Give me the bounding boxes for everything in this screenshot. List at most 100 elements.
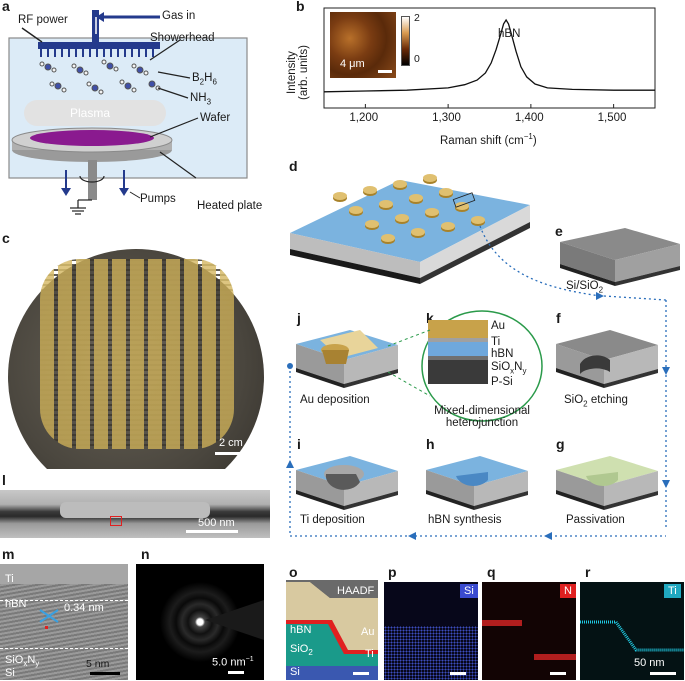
- gold-pad-top: [349, 206, 363, 214]
- gas-in-label: Gas in: [162, 10, 196, 22]
- panel-label-m: m: [2, 546, 15, 562]
- gold-pad-top: [425, 208, 439, 216]
- panel-label-h: h: [426, 436, 435, 452]
- gold-pad-top: [333, 192, 347, 200]
- gold-pad-top: [471, 216, 485, 224]
- o-ti-label: Ti: [365, 648, 374, 660]
- wafer-scale-label: 2 cm: [219, 437, 243, 449]
- wafer-scale-bar: [215, 452, 255, 455]
- substrate-label: Si/SiO2: [566, 280, 604, 295]
- step-ti-deposition: Ti deposition: [300, 514, 365, 526]
- colorbar-min: 0: [414, 53, 420, 65]
- gold-pad-top: [423, 174, 437, 182]
- gold-pad-top: [409, 194, 423, 202]
- p-scale-bar: [450, 672, 466, 675]
- panel-label-c: c: [2, 230, 10, 246]
- n-scale-bar: [228, 671, 244, 674]
- raman-spectrum-chart: [323, 7, 656, 109]
- gold-pad-top: [379, 200, 393, 208]
- panel-label-r: r: [585, 564, 591, 580]
- panel-label-a: a: [2, 0, 10, 14]
- gold-pad-top: [441, 222, 455, 230]
- m-scale-label: 5 nm: [86, 658, 110, 670]
- tem-scale-bar: [186, 530, 238, 533]
- x-tick-label: 1,400: [514, 112, 544, 124]
- eds-tag-ti: Ti: [664, 584, 681, 598]
- eds-tag-si: Si: [460, 584, 478, 598]
- k-layer-au: Au: [491, 320, 506, 332]
- heated-plate-label: Heated plate: [197, 200, 263, 212]
- k-layer-sioxny: SiOxNy: [491, 361, 527, 376]
- eds-tag-n: N: [560, 584, 576, 598]
- o-scale-bar: [353, 672, 369, 675]
- wafer-label: Wafer: [200, 112, 231, 124]
- pecvd-chamber-diagram: [8, 10, 248, 215]
- roi-box: [110, 516, 122, 526]
- panel-label-d: d: [289, 158, 298, 174]
- m-hbn-label: hBN: [5, 598, 27, 610]
- panel-label-f: f: [556, 310, 561, 326]
- gold-pad-top: [395, 214, 409, 222]
- afm-colorbar: [401, 16, 410, 66]
- eds-map-si: [384, 582, 478, 680]
- m-scale-bar: [90, 672, 120, 675]
- x-tick-label: 1,500: [597, 112, 627, 124]
- o-sio2-label: SiO2: [290, 643, 313, 658]
- nh3-label: NH3: [190, 92, 212, 107]
- step-sio2-etching: SiO2 etching: [564, 394, 628, 409]
- molecule-cluster: [39, 59, 161, 95]
- o-si-label: Si: [290, 666, 300, 678]
- o-haadf-label: HAADF: [337, 585, 375, 597]
- b2h6-label: B2H6: [192, 72, 217, 87]
- gold-pad-top: [411, 228, 425, 236]
- pumps-label: Pumps: [140, 193, 176, 205]
- panel-label-o: o: [289, 564, 298, 580]
- k-layer-psi: P-Si: [491, 376, 513, 388]
- x-tick-label: 1,300: [432, 112, 461, 124]
- gold-pad-top: [439, 188, 453, 196]
- peak-label-hbn: hBN: [498, 28, 521, 40]
- plasma-label: Plasma: [70, 106, 111, 120]
- panel-label-l: l: [2, 472, 6, 488]
- q-scale-bar: [550, 672, 566, 675]
- gold-pad-top: [363, 186, 377, 194]
- n-scale-label: 5.0 nm−1: [212, 656, 254, 669]
- m-spacing-label: 0.34 nm: [64, 602, 104, 614]
- k-layer-ti: Ti: [491, 336, 501, 348]
- step-au-deposition: Au deposition: [300, 394, 370, 406]
- panel-label-k: k: [426, 310, 434, 326]
- gold-pad-top: [365, 220, 379, 228]
- step-hbn-synthesis: hBN synthesis: [428, 514, 502, 526]
- eds-map-ti: [580, 582, 684, 680]
- gold-pad-top: [381, 234, 395, 242]
- gold-pad-top: [393, 180, 407, 188]
- r-scale-label: 50 nm: [634, 657, 665, 669]
- m-ti-label: Ti: [5, 573, 14, 585]
- step-passivation: Passivation: [566, 514, 625, 526]
- x-tick-label: 1,200: [349, 112, 379, 124]
- panel-label-p: p: [388, 564, 397, 580]
- panel-label-e: e: [555, 223, 563, 239]
- chart-frame: [323, 7, 656, 109]
- raman-series-line: [323, 18, 655, 93]
- afm-scale-bar: [378, 70, 392, 73]
- panel-label-q: q: [487, 564, 496, 580]
- afm-scale-label: 4 μm: [340, 58, 365, 70]
- panel-label-g: g: [556, 436, 565, 452]
- wafer-photo: [0, 247, 270, 469]
- eds-map-n: [482, 582, 576, 680]
- panel-label-n: n: [141, 546, 150, 562]
- m-si-label: Si: [5, 667, 15, 679]
- rf-power-label: RF power: [18, 14, 68, 26]
- panel-label-j: j: [297, 310, 301, 326]
- r-scale-bar: [650, 672, 676, 675]
- panel-label-b: b: [296, 0, 305, 14]
